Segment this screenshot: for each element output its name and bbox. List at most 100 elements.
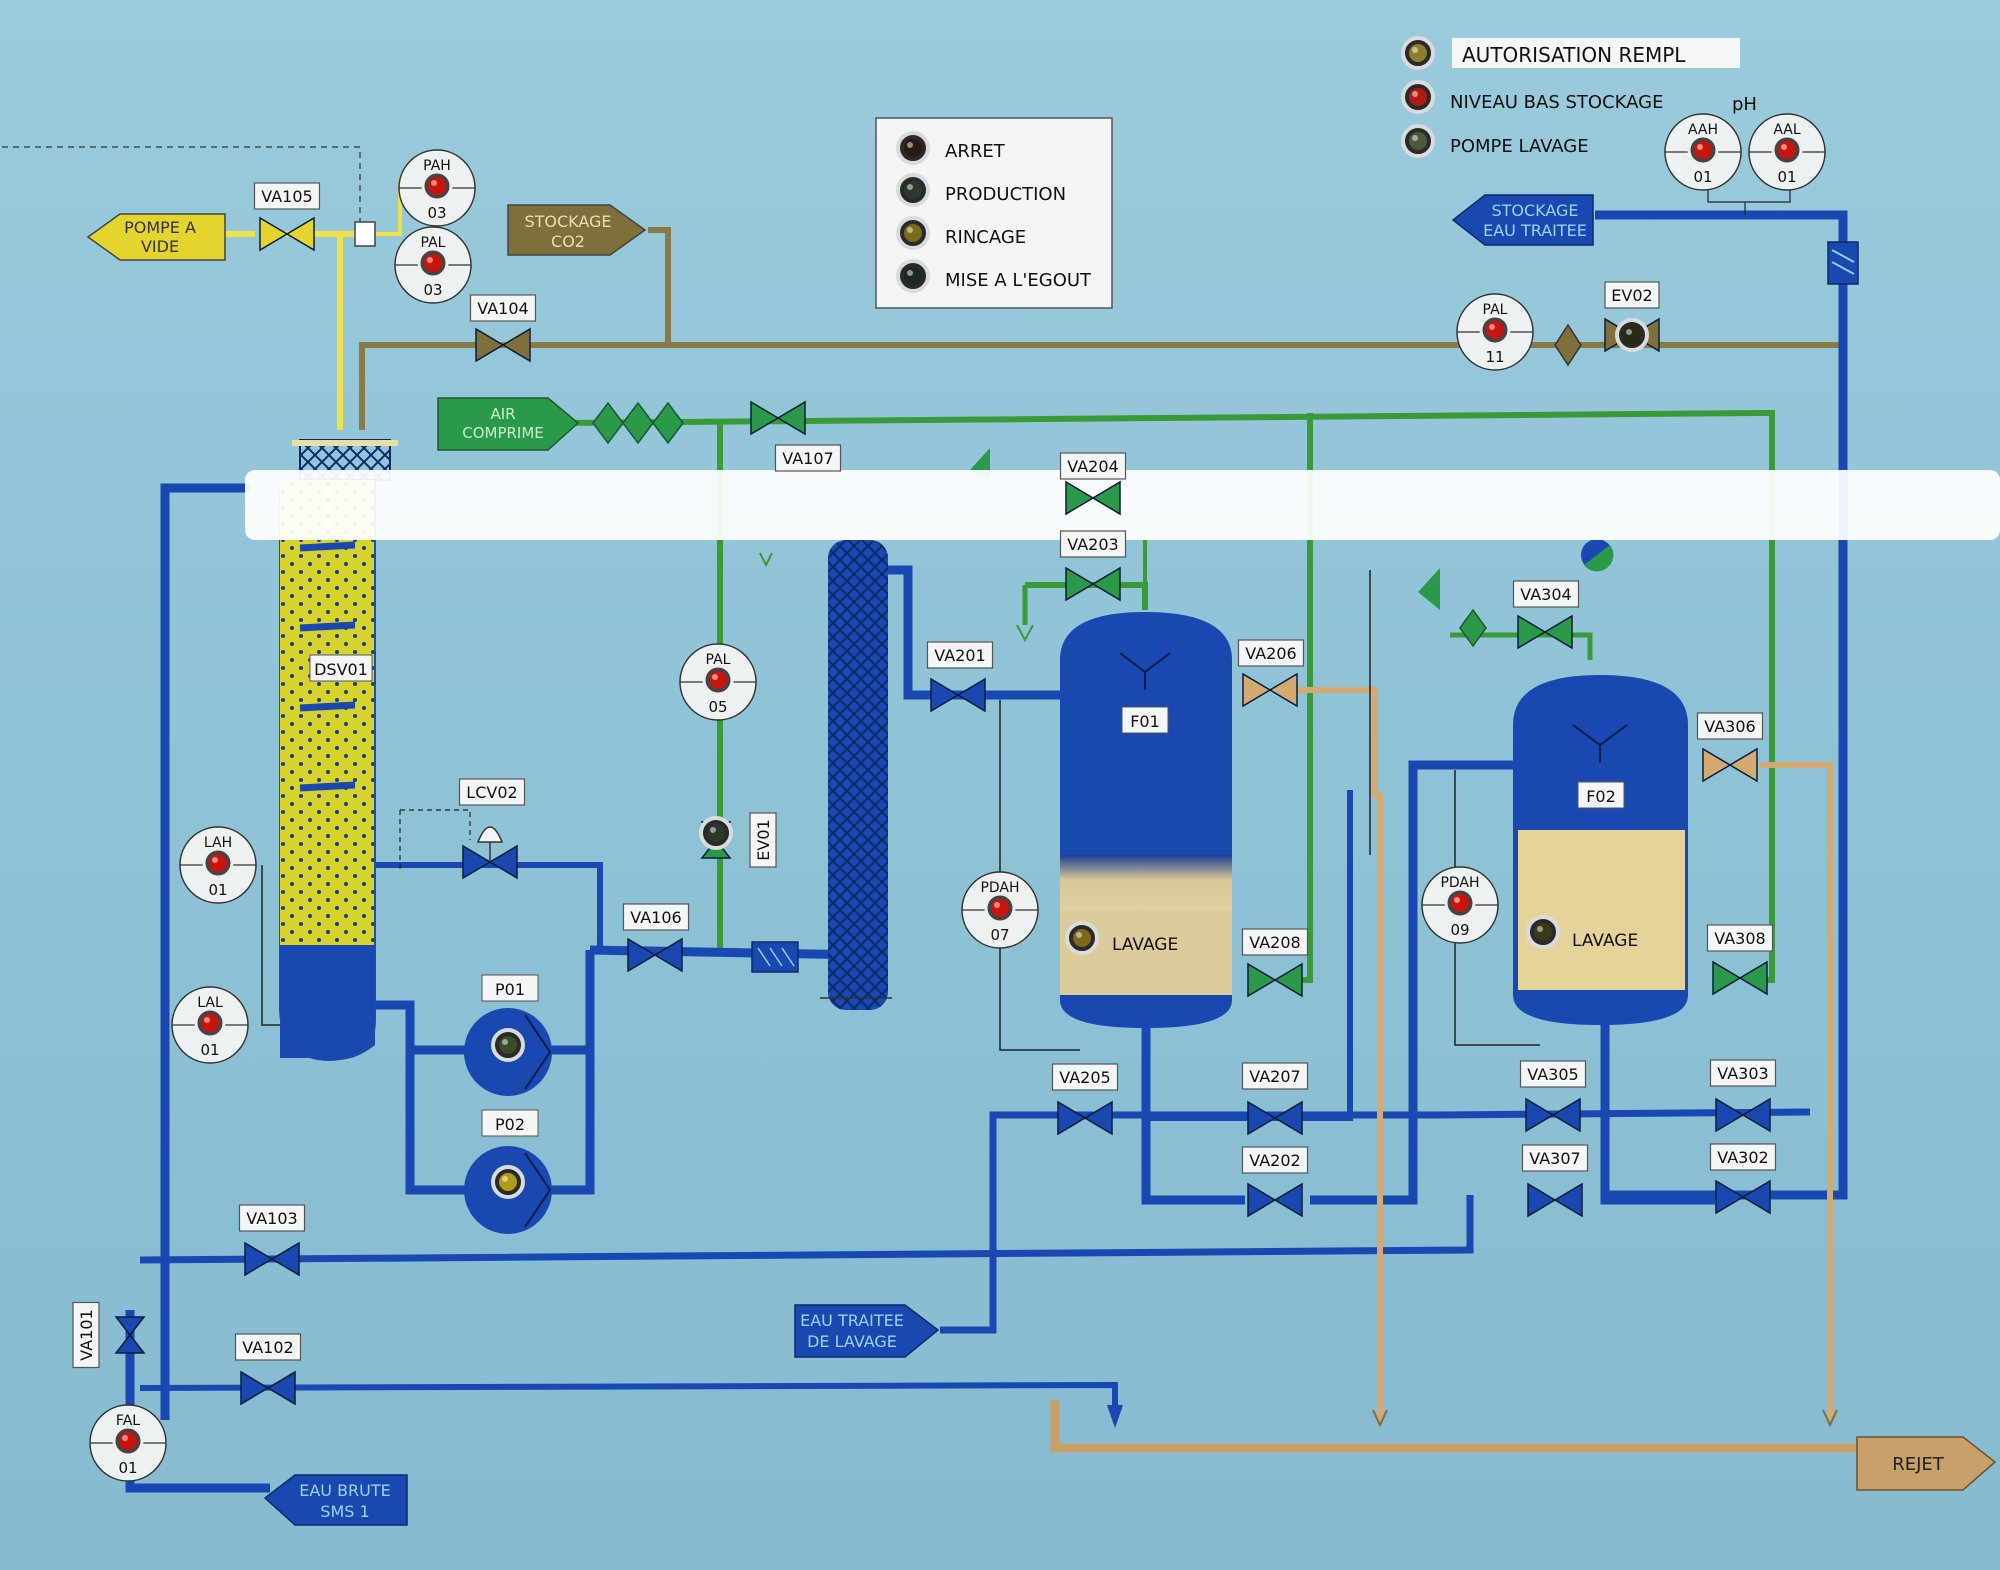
autorisation-lamp-icon: [1401, 36, 1435, 70]
column-label: DSV01: [314, 660, 368, 679]
stockage-eau-line1: STOCKAGE: [1491, 201, 1578, 220]
valve-label-va305: VA305: [1519, 1060, 1587, 1088]
svg-text:LCV02: LCV02: [466, 783, 517, 802]
valve-label-va302: VA302: [1709, 1143, 1777, 1171]
svg-text:LAL: LAL: [197, 995, 223, 1011]
svg-text:PDAH: PDAH: [1440, 875, 1479, 891]
svg-text:VA101: VA101: [77, 1309, 96, 1360]
alarm-lamp-icon: [702, 664, 734, 696]
svg-text:PAL: PAL: [1483, 302, 1508, 318]
lavage2-label: LAVAGE: [1572, 931, 1638, 951]
valve-va105[interactable]: VA105: [253, 182, 321, 252]
legend-arret: ARRET: [945, 141, 1006, 162]
valve-label-va206: VA206: [1237, 639, 1305, 667]
valve-va307[interactable]: VA307: [1521, 1144, 1589, 1218]
valve-label-va103: VA103: [238, 1204, 306, 1232]
legend-egout-lamp-icon: [896, 259, 930, 293]
valve-label-va308: VA308: [1706, 924, 1774, 952]
svg-text:VA103: VA103: [246, 1209, 297, 1228]
valve-label-va102: VA102: [234, 1333, 302, 1361]
valve-va106[interactable]: VA106: [622, 903, 690, 973]
valve-va303[interactable]: VA303: [1709, 1059, 1777, 1133]
status-pompe-lavage: POMPE LAVAGE: [1450, 136, 1589, 157]
svg-text:PAH: PAH: [423, 158, 451, 174]
legend-mise-egout: MISE A L'EGOUT: [945, 270, 1092, 291]
valve-va204[interactable]: VA204: [1059, 452, 1127, 516]
valve-label-va203: VA203: [1059, 530, 1127, 558]
legend-production-lamp-icon: [896, 173, 930, 207]
alarm-lamp-icon: [202, 847, 234, 879]
alarm-lamp-icon: [421, 170, 453, 202]
svg-text:EV02: EV02: [1611, 286, 1652, 305]
svg-text:01: 01: [118, 1459, 137, 1477]
pump2-label: P02: [495, 1115, 525, 1134]
valve-va107[interactable]: VA107: [750, 400, 842, 472]
svg-text:VA102: VA102: [242, 1338, 293, 1357]
svg-text:VA308: VA308: [1714, 929, 1765, 948]
pompe-vide-line2: VIDE: [141, 237, 179, 256]
stockage-eau-line2: EAU TRAITEE: [1483, 221, 1587, 240]
valve-va102[interactable]: VA102: [234, 1333, 302, 1406]
valve-va104[interactable]: VA104: [469, 294, 537, 363]
svg-text:VA206: VA206: [1245, 644, 1296, 663]
lavage1-label: LAVAGE: [1112, 935, 1178, 955]
lamps-layer: [491, 36, 1649, 1199]
lavage1-lamp-icon: [1065, 921, 1099, 955]
svg-text:LAH: LAH: [204, 835, 232, 851]
valve-va304[interactable]: VA304: [1512, 580, 1580, 650]
valve-label-va306: VA306: [1696, 712, 1764, 740]
pump1-lamp-icon: [491, 1028, 525, 1062]
valve-va308[interactable]: VA308: [1706, 924, 1774, 996]
pompe-lavage-lamp-icon: [1401, 124, 1435, 158]
valve-va103[interactable]: VA103: [238, 1204, 306, 1277]
alarm-lamp-icon: [1687, 134, 1719, 166]
valve-va205[interactable]: VA205: [1051, 1063, 1119, 1136]
stockage-co2-line2: CO2: [551, 232, 585, 251]
svg-text:VA303: VA303: [1717, 1064, 1768, 1083]
valve-va201[interactable]: VA201: [926, 641, 994, 713]
svg-text:VA204: VA204: [1067, 457, 1118, 476]
svg-text:VA307: VA307: [1529, 1149, 1580, 1168]
alarm-lamp-icon: [194, 1007, 226, 1039]
valve-va207[interactable]: VA207: [1241, 1062, 1309, 1136]
flow-arrows: [354, 221, 1859, 1429]
air-comprime-line1: AIR: [490, 405, 515, 423]
valve-va101[interactable]: VA101: [72, 1301, 146, 1369]
valve-label-va107: VA107: [774, 444, 842, 472]
endpoint-arrows: [86, 194, 1997, 1526]
valve-va208[interactable]: VA208: [1241, 928, 1309, 998]
svg-text:PAL: PAL: [706, 652, 731, 668]
svg-text:AAH: AAH: [1688, 122, 1718, 138]
valve-va202[interactable]: VA202: [1241, 1146, 1309, 1218]
valve-label-va105: VA105: [253, 182, 321, 210]
svg-text:PAL: PAL: [421, 235, 446, 251]
reflection-glare: [245, 470, 2000, 540]
valve-label-lcv02: LCV02: [458, 778, 526, 806]
valve-label-va204: VA204: [1059, 452, 1127, 480]
pump2-lamp-icon: [491, 1165, 525, 1199]
svg-text:VA104: VA104: [477, 299, 528, 318]
eau-brute-line1: EAU BRUTE: [299, 1481, 391, 1500]
alarm-lamp-icon: [417, 247, 449, 279]
ev02-lamp-icon: [1615, 318, 1649, 352]
valve-label-ev01: EV01: [749, 812, 777, 868]
svg-text:VA107: VA107: [782, 449, 833, 468]
lavage2-lamp-icon: [1526, 915, 1560, 949]
valve-va302[interactable]: VA302: [1709, 1143, 1777, 1215]
valve-va305[interactable]: VA305: [1519, 1060, 1587, 1133]
valve-va203[interactable]: VA203: [1059, 530, 1127, 602]
valve-label-ev02: EV02: [1604, 281, 1660, 309]
svg-text:VA203: VA203: [1067, 535, 1118, 554]
valve-va206[interactable]: VA206: [1237, 639, 1305, 708]
valve-label-va307: VA307: [1521, 1144, 1589, 1172]
svg-text:VA202: VA202: [1249, 1151, 1300, 1170]
valve-va306[interactable]: VA306: [1696, 712, 1764, 783]
